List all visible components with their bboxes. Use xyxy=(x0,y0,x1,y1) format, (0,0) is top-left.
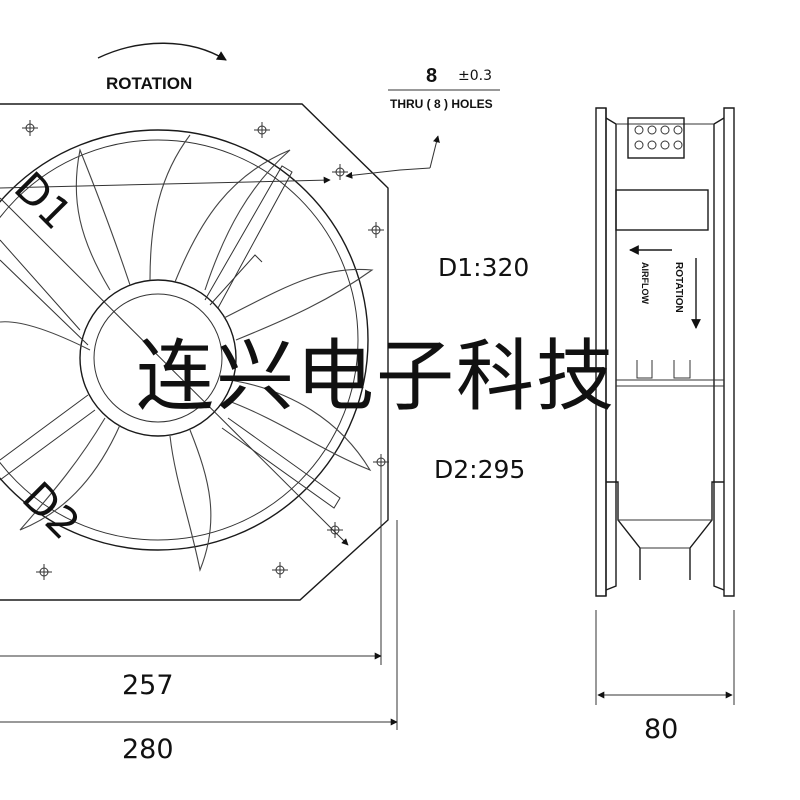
fan-blades xyxy=(0,134,374,572)
mounting-hole-marker xyxy=(332,164,348,180)
mounting-hole-marker xyxy=(36,564,52,580)
side-clip xyxy=(673,360,691,379)
hole-spec-leader-up xyxy=(429,135,440,169)
rotation-label: ROTATION xyxy=(106,74,192,93)
terminal-pins xyxy=(634,125,683,150)
fan-hub-outer xyxy=(79,279,237,437)
d1-diameter-line xyxy=(0,176,331,189)
front-view: ROTATION 8 ±0.3 THRU ( 8 ) HOLES D1 D2 D… xyxy=(0,42,529,765)
mounting-hole-marker xyxy=(254,122,270,138)
fan-shroud-circle xyxy=(0,129,369,551)
side-airflow-label: AIRFLOW xyxy=(640,262,650,304)
watermark-text: 连兴电子科技 xyxy=(136,332,617,422)
dim-280-label: 280 xyxy=(122,734,174,765)
dim-257-label: 257 xyxy=(122,670,174,701)
side-rotation-label: ROTATION xyxy=(673,262,684,313)
mounting-holes xyxy=(22,120,389,580)
fan-hub-inner xyxy=(93,293,223,423)
side-bracket-right xyxy=(689,481,724,580)
mounting-hole-marker xyxy=(368,222,384,238)
d1-label: D1 xyxy=(5,162,81,238)
d2-value: D2:295 xyxy=(434,455,525,484)
side-body xyxy=(605,117,617,591)
hole-spec-symbol: 8 xyxy=(426,65,437,87)
mounting-hole-marker xyxy=(327,522,343,538)
dim-80-label: 80 xyxy=(644,714,678,745)
rotation-arrow xyxy=(97,42,227,61)
d2-label: D2 xyxy=(13,472,89,548)
hole-spec-leader xyxy=(345,167,431,179)
terminal-block xyxy=(627,117,685,159)
side-clip xyxy=(636,360,653,379)
label-plate xyxy=(615,189,709,231)
fan-shroud-inner xyxy=(0,139,359,541)
side-view: ROTATION AIRFLOW 80 xyxy=(595,107,735,745)
fan-frame-outline xyxy=(0,103,389,601)
mounting-hole-marker xyxy=(22,120,38,136)
side-bracket-left xyxy=(606,481,641,580)
d2-diameter-line xyxy=(0,197,349,546)
hole-spec-note: THRU ( 8 ) HOLES xyxy=(390,97,493,111)
mounting-hole-marker xyxy=(373,454,389,470)
mounting-hole-marker xyxy=(272,562,288,578)
d1-value: D1:320 xyxy=(438,253,529,282)
fan-struts xyxy=(0,165,341,509)
hole-spec-tolerance: ±0.3 xyxy=(458,68,492,84)
